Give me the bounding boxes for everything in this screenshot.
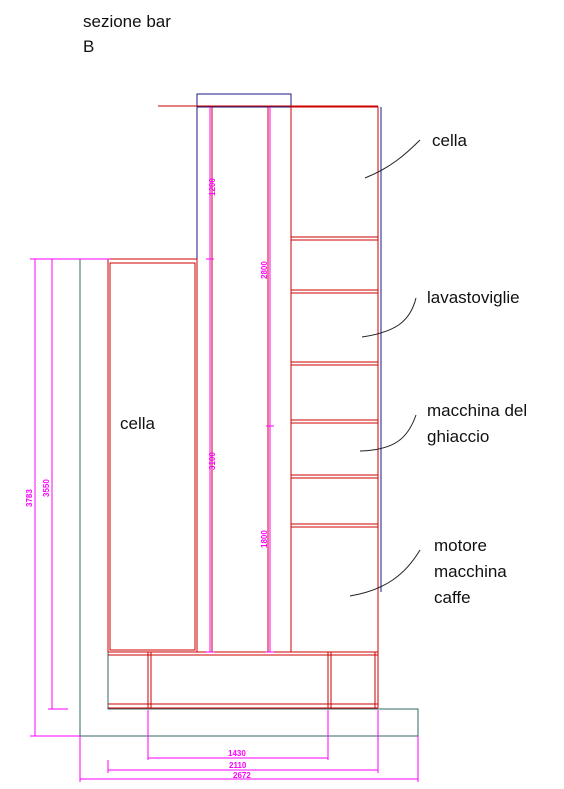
dim-2800: 2800: [260, 261, 269, 279]
dim-3550: 3550: [42, 479, 51, 497]
label-motore-2: macchina: [434, 562, 507, 581]
label-motore-3: caffe: [434, 588, 471, 607]
dim-2110: 2110: [229, 761, 247, 770]
dim-1200: 1200: [208, 178, 217, 196]
label-cella-left: cella: [120, 414, 155, 433]
leader-lines: [349, 139, 421, 597]
label-cella-right: cella: [432, 131, 467, 150]
label-lavastoviglie: lavastoviglie: [427, 288, 520, 307]
dim-3783: 3783: [25, 489, 34, 507]
dim-1800: 1800: [260, 530, 269, 548]
dim-1430: 1430: [228, 749, 246, 758]
bottom-plinth: [108, 651, 379, 709]
dim-2672: 2672: [233, 771, 251, 780]
label-macchina-ghiaccio-2: ghiaccio: [427, 427, 490, 446]
drawing-title: sezione bar: [83, 12, 171, 31]
label-motore-1: motore: [434, 536, 487, 555]
dim-3100: 3100: [208, 452, 217, 470]
left-cella-cabinet: [107, 258, 198, 653]
label-macchina-ghiaccio-1: macchina del: [427, 401, 528, 420]
base-slab: [79, 258, 419, 737]
right-cabinet-stack: [290, 106, 382, 653]
drawing-subtitle: B: [83, 37, 95, 56]
dimension-lines: [30, 107, 419, 782]
column: [158, 93, 378, 652]
